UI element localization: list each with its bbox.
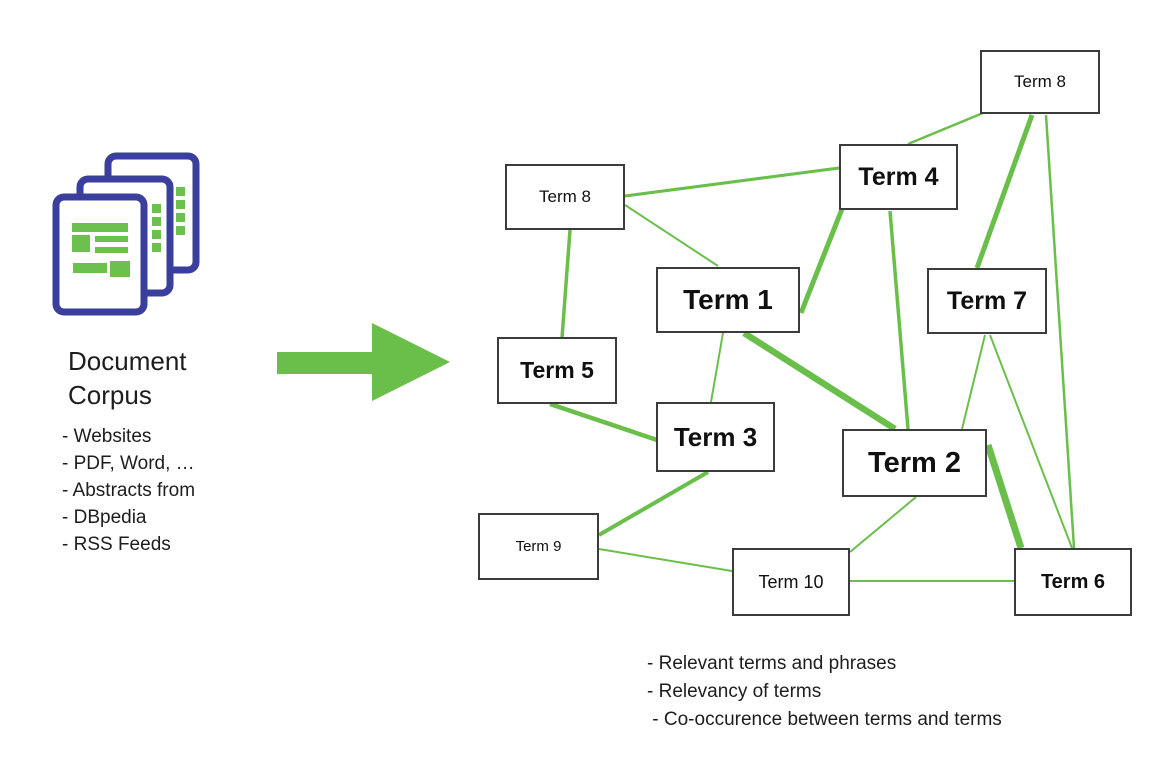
list-item: - Relevant terms and phrases <box>647 653 897 674</box>
graph-node-term3: Term 3 <box>656 402 775 472</box>
graph-node-term7: Term 7 <box>927 268 1047 334</box>
graph-edge-term10-term2 <box>849 496 917 553</box>
graph-node-term5: Term 5 <box>497 337 617 404</box>
list-item: - PDF, Word, … <box>62 453 195 474</box>
graph-edge-term8-left-term1 <box>624 204 719 267</box>
graph-edge-term1-term2 <box>742 330 897 432</box>
graph-node-term8-left: Term 8 <box>505 164 625 230</box>
list-item: - Websites <box>62 426 152 447</box>
list-item: - RSS Feeds <box>62 534 171 555</box>
document-stack-icon <box>52 152 200 316</box>
graph-node-term2: Term 2 <box>842 429 987 497</box>
graph-edge-term5-term3 <box>549 401 658 443</box>
right-arrow-icon <box>277 323 450 401</box>
graph-edge-term4-term2 <box>888 210 910 430</box>
graph-edge-term7-term6 <box>989 334 1073 549</box>
graph-node-term10: Term 10 <box>732 548 850 616</box>
graph-edge-term8-left-term5 <box>560 229 572 339</box>
list-item: - Abstracts from <box>62 480 196 501</box>
corpus-title: Document Corpus <box>68 346 187 410</box>
graph-edge-term8-top-term7 <box>974 114 1035 269</box>
list-item: - Co-occurence between terms and terms <box>647 709 1002 730</box>
graph-edge-term9-term10 <box>598 548 733 572</box>
graph-node-term4: Term 4 <box>839 144 958 210</box>
graph-edge-term4-term8-top <box>907 111 984 146</box>
graph-node-term8-top: Term 8 <box>980 50 1100 114</box>
graph-output-notes: - Relevant terms and phrases - Relevancy … <box>647 650 1002 734</box>
graph-edge-term8-top-term6 <box>1044 114 1076 549</box>
graph-edge-term1-term3 <box>710 332 724 403</box>
graph-edge-term8-left-term4 <box>624 166 840 198</box>
graph-node-term6: Term 6 <box>1014 548 1132 616</box>
graph-edge-term4-term1 <box>798 208 845 314</box>
graph-edge-term3-term9 <box>597 470 710 537</box>
graph-edge-term7-term2 <box>961 334 986 430</box>
graph-node-term9: Term 9 <box>478 513 599 580</box>
graph-node-term1: Term 1 <box>656 267 800 333</box>
corpus-source-list: - Websites - PDF, Word, … - Abstracts from… <box>62 423 195 558</box>
list-item: - DBpedia <box>62 507 147 528</box>
list-item: - Relevancy of terms <box>647 681 822 702</box>
graph-edge-term2-term6 <box>984 443 1025 550</box>
